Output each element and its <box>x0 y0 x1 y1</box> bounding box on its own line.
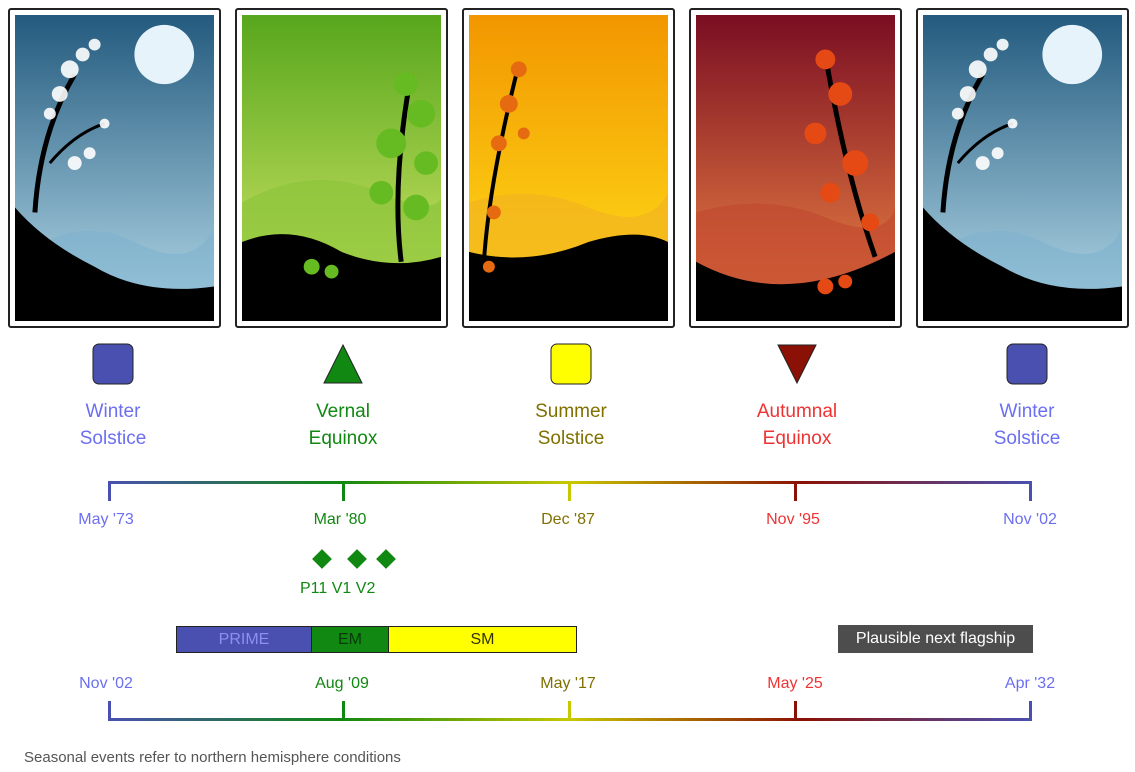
autumnal-triangle-down-icon <box>777 344 817 385</box>
season-line2: Equinox <box>762 428 832 449</box>
top-date-2: Dec '87 <box>541 511 595 528</box>
milestone-label-p11: P11 <box>300 580 328 597</box>
season-label-winter-right: Winter Solstice <box>947 398 1107 452</box>
flagship-badge: Plausible next flagship <box>838 625 1033 653</box>
season-line2: Solstice <box>537 428 605 449</box>
summer-scene-image <box>469 15 668 321</box>
season-line2: Equinox <box>308 428 378 449</box>
bottom-date-3: May '25 <box>767 675 823 692</box>
winter-scene-image-right <box>923 15 1122 321</box>
milestone-diamond-p11 <box>312 549 332 569</box>
top-date-4: Nov '02 <box>1003 511 1057 528</box>
season-line1: Winter <box>999 401 1055 422</box>
milestone-labels: P11 V1 V2 <box>300 580 375 598</box>
bottom-date-1: Aug '09 <box>315 675 369 692</box>
season-line1: Vernal <box>316 401 370 422</box>
top-timeline <box>108 481 1032 501</box>
season-label-winter: Winter Solstice <box>33 398 193 452</box>
vernal-triangle-up-icon <box>323 343 363 384</box>
milestone-label-v2: V2 <box>355 580 376 597</box>
winter-panel-right <box>916 8 1129 328</box>
mission-bar-sm: SM <box>388 626 577 653</box>
season-line1: Summer <box>535 401 607 422</box>
milestone-diamond-v1 <box>347 549 367 569</box>
bottom-date-0: Nov '02 <box>79 675 133 692</box>
season-line1: Autumnal <box>756 401 838 422</box>
winter-square-icon-right <box>1006 343 1048 385</box>
season-label-autumnal: Autumnal Equinox <box>717 398 877 452</box>
season-line1: Winter <box>85 401 141 422</box>
autumn-panel <box>689 8 902 328</box>
summer-square-icon <box>550 343 592 385</box>
milestone-label-v1: V1 <box>331 580 352 597</box>
season-line2: Solstice <box>79 428 147 449</box>
bottom-timeline <box>108 701 1032 721</box>
winter-square-icon <box>92 343 134 385</box>
winter-panel-left <box>8 8 221 328</box>
season-line2: Solstice <box>993 428 1061 449</box>
mission-bar-prime: PRIME <box>176 626 312 653</box>
season-label-vernal: Vernal Equinox <box>263 398 423 452</box>
top-date-0: May '73 <box>78 511 134 528</box>
top-date-3: Nov '95 <box>766 511 820 528</box>
autumn-scene-image <box>696 15 895 321</box>
bottom-date-4: Apr '32 <box>1004 675 1056 692</box>
top-date-1: Mar '80 <box>313 511 367 528</box>
mission-bar-em: EM <box>311 626 389 653</box>
spring-scene-image <box>242 15 441 321</box>
winter-scene-image <box>15 15 214 321</box>
milestone-diamond-v2 <box>376 549 396 569</box>
footnote: Seasonal events refer to northern hemisp… <box>24 749 401 766</box>
summer-panel <box>462 8 675 328</box>
season-label-summer: Summer Solstice <box>491 398 651 452</box>
spring-panel <box>235 8 448 328</box>
bottom-date-2: May '17 <box>540 675 596 692</box>
